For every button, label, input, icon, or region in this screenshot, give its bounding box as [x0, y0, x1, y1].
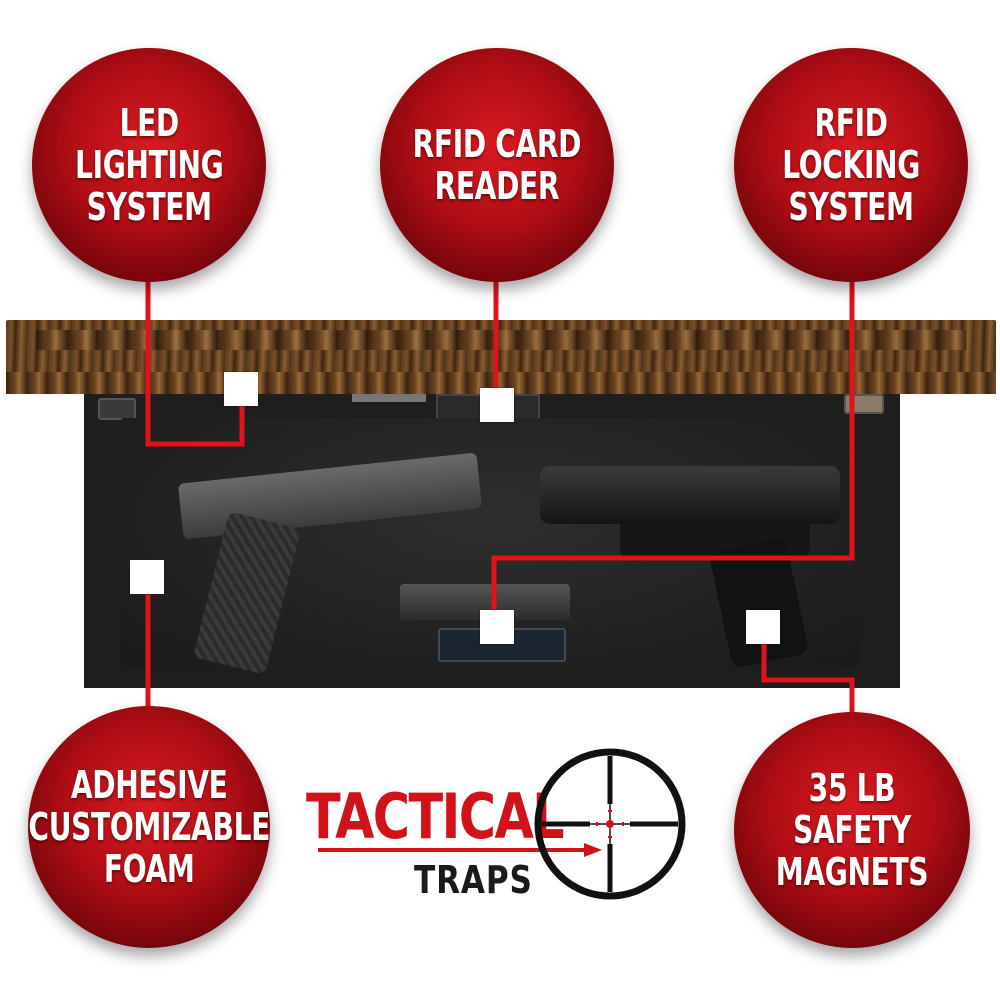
callout-rfid-reader-label: RFID CARD READER	[412, 122, 582, 208]
bullet-tip-icon	[584, 843, 602, 857]
callout-foam-label: ADHESIVE CUSTOMIZABLE FOAM	[28, 763, 270, 891]
marker-foam	[130, 560, 164, 594]
wire-rfid-lock	[491, 280, 855, 628]
marker-led	[224, 372, 258, 406]
crosshair-scope-icon	[534, 748, 686, 900]
bullet-icon	[318, 848, 588, 852]
callout-led-lighting: LED LIGHTING SYSTEM	[32, 48, 266, 282]
wire-magnets	[761, 628, 855, 720]
wire-led	[145, 280, 245, 447]
marker-magnets	[746, 610, 780, 644]
callout-safety-magnets: 35 LB SAFETY MAGNETS	[734, 712, 970, 948]
hinge-left	[98, 398, 136, 420]
shelf-inlay	[36, 330, 966, 350]
callout-rfid-locking: RFID LOCKING SYSTEM	[734, 48, 968, 282]
callout-rfid-card-reader: RFID CARD READER	[380, 48, 614, 282]
pistol-2-slide	[540, 466, 840, 524]
led-light-bar	[352, 394, 426, 402]
marker-rfid-lock	[480, 610, 514, 644]
logo-subtitle: TRAPS	[414, 858, 533, 902]
marker-rfid-reader	[480, 388, 514, 422]
callout-magnets-label: 35 LB SAFETY MAGNETS	[775, 766, 929, 894]
callout-rfid-lock-label: RFID LOCKING SYSTEM	[782, 101, 920, 229]
callout-adhesive-foam: ADHESIVE CUSTOMIZABLE FOAM	[28, 706, 270, 948]
logo-wordmark: TACTICAL	[306, 780, 565, 853]
callout-led-label: LED LIGHTING SYSTEM	[74, 101, 224, 229]
